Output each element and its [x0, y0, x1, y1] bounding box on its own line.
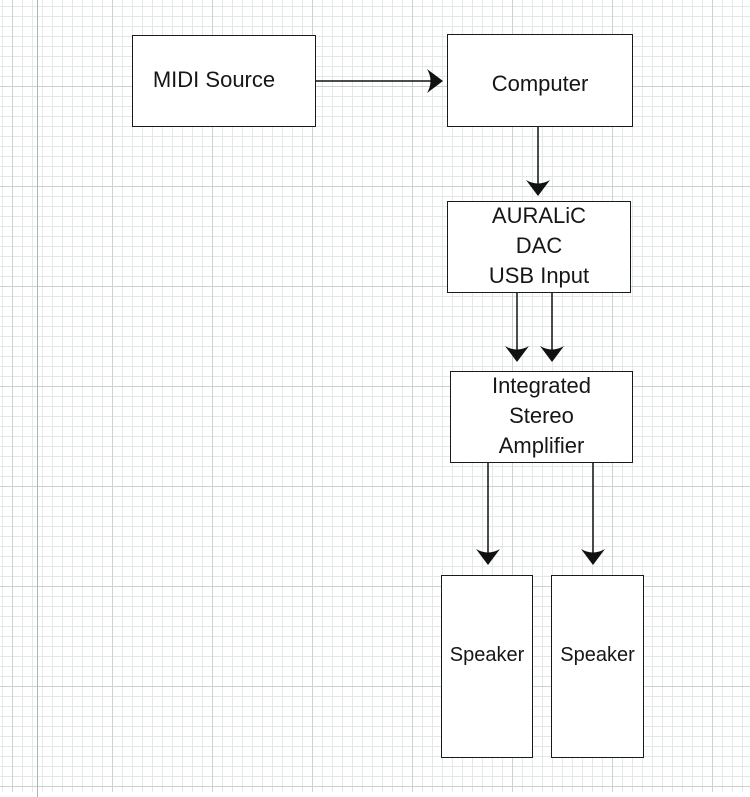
- node-speaker-left[interactable]: Speaker: [441, 575, 533, 758]
- node-label: Speaker: [560, 644, 635, 666]
- node-dac[interactable]: AURALiC DAC USB Input: [447, 201, 631, 293]
- node-label: MIDI Source: [152, 67, 276, 92]
- node-amplifier[interactable]: Integrated Stereo Amplifier: [450, 371, 633, 463]
- node-label: Speaker: [449, 644, 525, 666]
- node-label: AURALiC DAC USB Input: [488, 202, 590, 288]
- node-label: Computer: [491, 70, 589, 96]
- page-margin-line: [37, 0, 38, 797]
- node-midi-source[interactable]: MIDI Source: [132, 35, 316, 127]
- node-computer[interactable]: Computer: [447, 34, 633, 127]
- node-label: Integrated Stereo Amplifier: [491, 372, 592, 458]
- node-speaker-right[interactable]: Speaker: [551, 575, 644, 758]
